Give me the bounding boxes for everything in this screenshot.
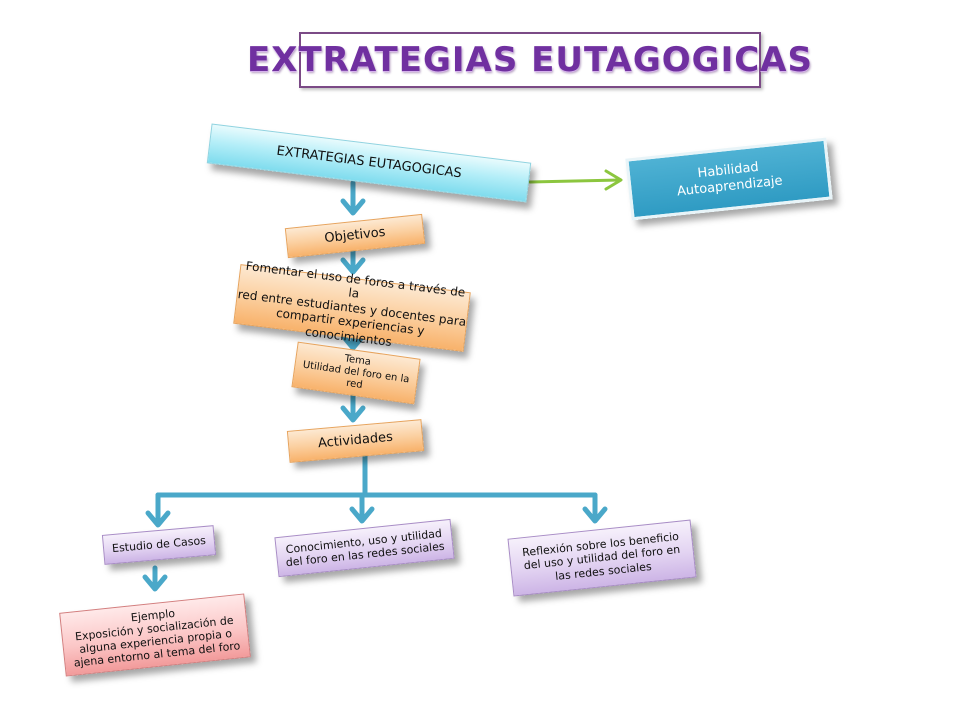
arrowhead-tema: [340, 333, 366, 351]
arrowhead-objetivo: [340, 257, 366, 275]
arrowhead-conocimiento: [349, 506, 375, 524]
actividades-label: Actividades: [317, 429, 394, 452]
title-box: EXTRATEGIAS EUTAGOGICAS: [247, 32, 812, 88]
arrowhead-estudio: [145, 510, 171, 528]
objetivos-label: Objetivos: [323, 225, 387, 247]
arrowhead-reflexion: [582, 506, 608, 524]
arrowheads: [142, 198, 608, 592]
green-arrow-head: [604, 169, 623, 191]
arrowhead-actividades: [340, 405, 366, 423]
green-arrow: [528, 169, 623, 191]
green-arrow-shaft: [528, 178, 622, 184]
page-title: EXTRATEGIAS EUTAGOGICAS: [247, 40, 813, 80]
arrowhead-ejemplo: [142, 574, 168, 592]
arrowhead-objetivos: [340, 198, 366, 216]
estudio-label: Estudio de Casos: [111, 534, 207, 556]
